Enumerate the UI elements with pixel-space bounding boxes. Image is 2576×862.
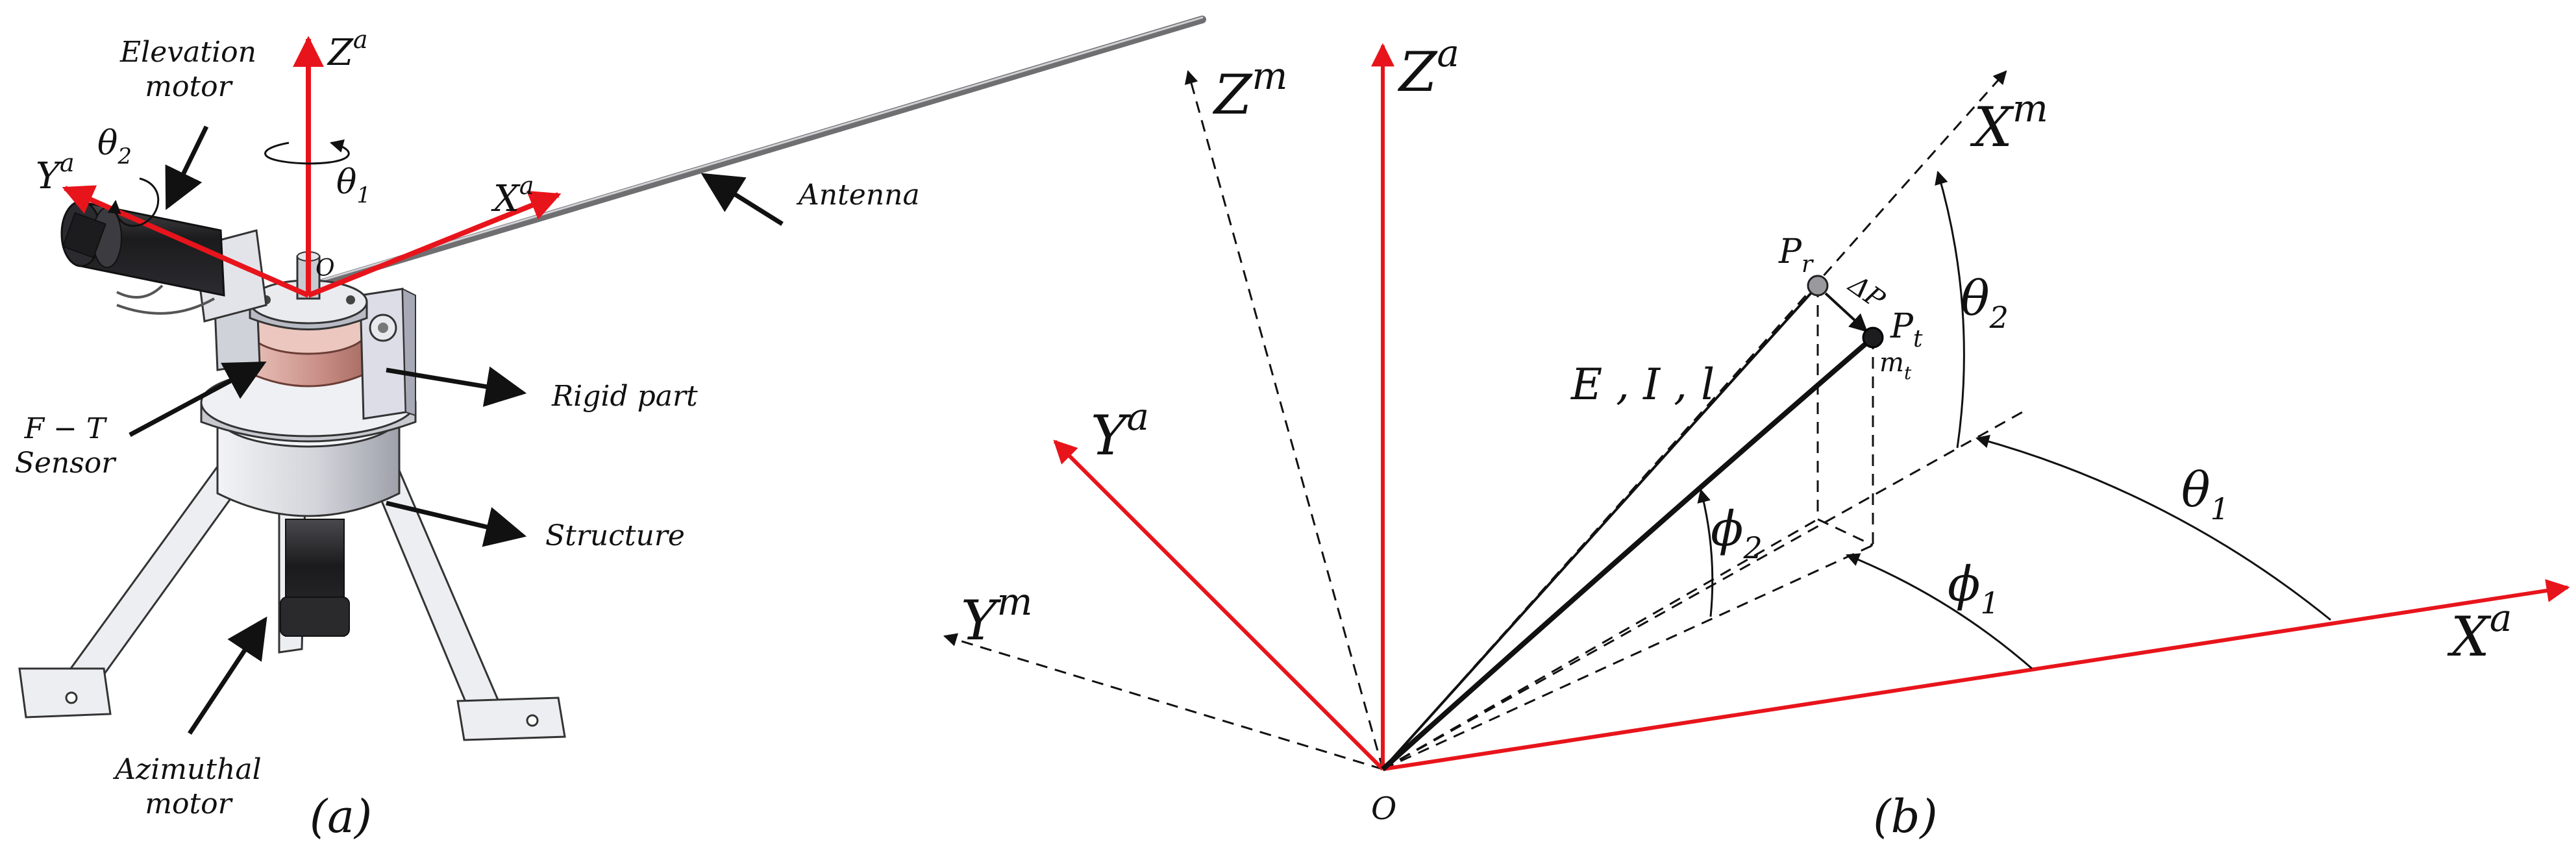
panel-a-axes [62, 36, 562, 298]
theta2-arc [1935, 170, 1965, 449]
panel-b-diagram: Za Zm Xm Ya Ym Xa θ1 θ2 ϕ1 ϕ2 Pr Pt mt Δ… [943, 31, 2570, 843]
proj-pt [1382, 544, 1874, 770]
phi1-arc [1846, 553, 2033, 670]
elevation-motor-label: Elevation [119, 36, 256, 69]
dashed-construction [943, 69, 2023, 770]
proj-join [1817, 518, 1874, 547]
axis-xa-small [307, 190, 562, 298]
xm-label: Xm [1970, 86, 2048, 159]
antenna-label: Antenna [796, 179, 920, 212]
rigid-part-arrow [386, 366, 527, 407]
delta-p-label: ΔP [1842, 269, 1891, 315]
azimuthal-arrow [188, 616, 267, 735]
za-label: Za [1397, 31, 1459, 104]
structure-arrow [386, 500, 527, 547]
panel-a-model: Za Ya Xa θ1 θ2 O Elevation motor Antenna… [15, 16, 1206, 843]
beam-params-label: E , I , l [1570, 360, 1715, 410]
ft-sensor-label-2: Sensor [15, 447, 118, 480]
antenna-arrow [700, 173, 784, 226]
azimuthal-motor-label-2: motor [145, 787, 233, 820]
rigid-beam-line [1381, 284, 1819, 770]
axis-ya [1053, 439, 1385, 771]
antenna-rod-highlight [294, 16, 1204, 289]
point-pt [1862, 326, 1884, 349]
ya-label: Ya [1091, 395, 1149, 467]
xa-label: Xa [2447, 596, 2512, 669]
ym-label: Ym [961, 580, 1032, 652]
zm-label: Zm [1212, 54, 1287, 127]
beam [1381, 284, 1875, 771]
angle-arcs [1697, 170, 2331, 670]
xa-small-label: Xa [491, 171, 534, 220]
panel-b-axes [1053, 43, 2570, 771]
axis-zm [1184, 69, 1384, 770]
azimuthal-motor [280, 519, 350, 637]
rotation-indicators [107, 139, 350, 227]
azimuth-projection [1382, 411, 2023, 770]
panel-a-caption: (a) [310, 790, 372, 843]
structure-label: Structure [545, 519, 685, 552]
upper-plate [249, 279, 368, 330]
panel-b-caption: (b) [1873, 790, 1937, 843]
za-small-label: Za [327, 25, 368, 74]
pt-label: Pt [1890, 307, 1923, 352]
theta1-label: θ1 [2181, 462, 2229, 526]
delta-p-arrow [1824, 292, 1868, 332]
proj-pr [1382, 518, 1818, 770]
deflected-beam-curve [1381, 335, 1875, 771]
origin-label: O [1371, 791, 1396, 827]
theta1-arc [1975, 434, 2331, 621]
pr-label: Pr [1778, 232, 1814, 278]
origin-small-label: O [316, 255, 335, 282]
foot-right [456, 696, 566, 741]
mt-label: mt [1879, 348, 1912, 384]
annotation-arrows [129, 125, 784, 735]
ya-small-label: Ya [36, 149, 75, 197]
axis-xa [1382, 579, 2570, 771]
phi1-label: ϕ1 [1948, 556, 2000, 621]
theta1-small-label: θ1 [336, 163, 371, 208]
antenna-rod [291, 16, 1206, 295]
foot-left [18, 667, 112, 719]
phi2-label: ϕ2 [1711, 501, 1763, 565]
rigid-part-label: Rigid part [551, 380, 698, 413]
azimuthal-motor-label: Azimuthal [112, 753, 261, 786]
axis-ym [943, 633, 1383, 770]
theta2-small-label: θ2 [97, 124, 132, 169]
theta1-rotation-arrow [264, 139, 350, 165]
axis-ya-small [62, 185, 310, 298]
ft-sensor-label: F − T [24, 412, 108, 445]
theta2-rotation-arrow [107, 177, 160, 227]
phi2-arc [1697, 488, 1714, 617]
theta2-label: θ2 [1961, 271, 2009, 335]
elevation-motor-label-2: motor [145, 70, 233, 103]
elevation-arrow [165, 125, 209, 210]
point-pr [1807, 275, 1829, 297]
sensor-arrow [129, 361, 267, 437]
